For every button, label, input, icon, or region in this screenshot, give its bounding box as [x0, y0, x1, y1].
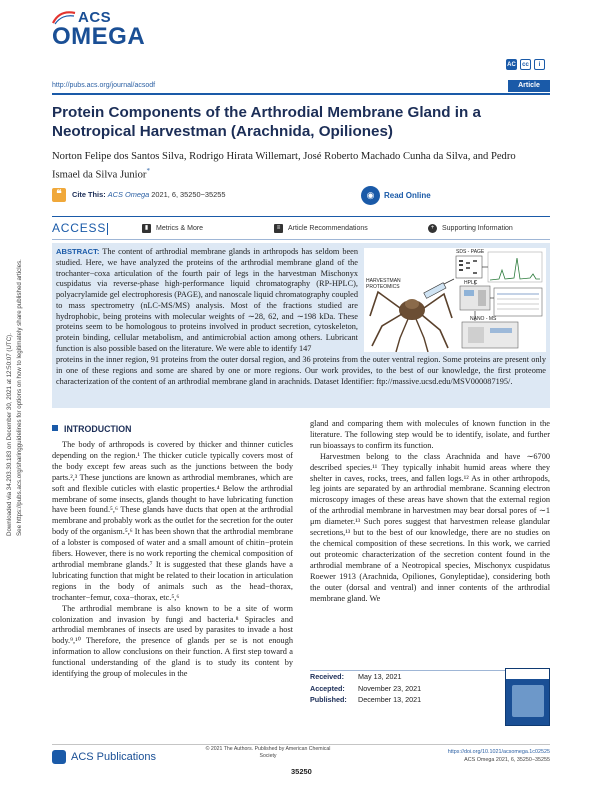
accepted-value: November 23, 2021: [358, 683, 422, 693]
published-date: Published: December 13, 2021: [310, 694, 550, 706]
metrics-icon: ▮: [142, 224, 151, 233]
footer-rule: [52, 744, 550, 745]
article-type-badge: Article: [508, 80, 550, 92]
paper-title: Protein Components of the Arthrodial Mem…: [52, 104, 481, 140]
read-online-button[interactable]: ◉ Read Online: [361, 185, 431, 205]
cite-journal: ACS Omega: [107, 190, 150, 199]
harvestman-illustration: [369, 290, 453, 353]
intro-paragraph: Harvestmen belong to the class Arachnida…: [310, 451, 550, 603]
recommendations-icon: ≡: [274, 224, 283, 233]
journal-name-top: ACS: [78, 9, 112, 26]
sds-page-gel: [455, 255, 483, 279]
intro-column-right: gland and comparing them with molecules …: [310, 419, 550, 604]
cc-icon[interactable]: cc: [520, 59, 531, 70]
journal-logo[interactable]: ACS OMEGA: [52, 9, 172, 51]
cite-details: 2021, 6, 35250−35255: [151, 190, 226, 199]
read-online-icon: ◉: [361, 185, 380, 205]
read-online-label: Read Online: [384, 190, 431, 200]
toc-graphic: HARVESTMAN PROTEOMICS SDS - PAGE HPLC NA…: [364, 248, 546, 353]
toc-label-hplc: HPLC: [464, 280, 478, 286]
access-separator: [107, 223, 108, 235]
toc-illustration: [369, 251, 543, 353]
syringe-icon: [423, 278, 455, 299]
cc-by-icon[interactable]: i: [534, 59, 545, 70]
section-heading-text: INTRODUCTION: [64, 424, 132, 434]
license-icons: AC cc i: [506, 59, 545, 71]
nano-ms-instrument: [461, 321, 519, 349]
intro-column-left: The body of arthropods is covered by thi…: [52, 440, 293, 680]
received-label: Received:: [310, 672, 344, 681]
metrics-label: Metrics & More: [156, 225, 204, 232]
authors-text: Norton Felipe dos Santos Silva, Rodrigo …: [52, 151, 516, 181]
doi-block: https://doi.org/10.1021/acsomega.1c02525…: [400, 749, 550, 764]
journal-cover-thumbnail[interactable]: [505, 668, 550, 726]
publisher-name: ACS Publications: [71, 751, 156, 763]
chromatogram: [487, 251, 543, 283]
download-note-line2: See https://pubs.acs.org/sharingguidelin…: [16, 259, 23, 536]
abstract-text-full-width: proteins in the inner region, 91 protein…: [56, 355, 546, 386]
toc-label-left: HARVESTMAN PROTEOMICS: [366, 278, 401, 290]
cover-image: [512, 685, 544, 717]
cover-header-band: [506, 669, 549, 679]
published-value: December 13, 2021: [358, 695, 422, 704]
abstract-text-part1: The content of arthrodial membrane gland…: [56, 247, 358, 353]
author-list: Norton Felipe dos Santos Silva, Rodrigo …: [52, 150, 532, 183]
cite-this[interactable]: Cite This: ACS Omega 2021, 6, 35250−3525…: [72, 190, 225, 199]
access-bar: ACCESS ▮ Metrics & More ≡ Article Recomm…: [52, 216, 550, 240]
recommendations-label: Article Recommendations: [288, 225, 368, 232]
acs-publications-logo[interactable]: ACS Publications: [52, 750, 156, 764]
open-access-icon[interactable]: AC: [506, 59, 517, 70]
journal-name-bottom: OMEGA: [52, 23, 146, 50]
cite-bar: ❝ Cite This: ACS Omega 2021, 6, 35250−35…: [52, 185, 550, 207]
section-bullet-icon: [52, 425, 58, 431]
intro-paragraph: gland and comparing them with molecules …: [310, 419, 550, 450]
download-note: Downloaded via 34.203.30.183 on December…: [2, 250, 32, 540]
accepted-date: Accepted: November 23, 2021: [310, 683, 550, 695]
hplc-instrument: [459, 285, 491, 311]
toc-label-sds: SDS - PAGE: [456, 249, 485, 255]
section-heading-introduction: INTRODUCTION: [52, 424, 131, 434]
supporting-info-label: Supporting Information: [442, 225, 513, 232]
intro-paragraph: The arthrodial membrane is also known to…: [52, 603, 293, 679]
publication-dates: Received: May 13, 2021 Accepted: November …: [310, 670, 550, 710]
quote-icon: ❝: [52, 188, 66, 202]
page-number: 35250: [291, 767, 312, 776]
abstract-text-column: ABSTRACT: The content of arthrodial memb…: [56, 247, 358, 355]
received-value: May 13, 2021: [358, 672, 402, 681]
access-label: ACCESS: [52, 221, 107, 235]
abstract-lead: ABSTRACT:: [56, 247, 100, 256]
received-date: Received: May 13, 2021: [310, 671, 550, 683]
supporting-info-icon: +: [428, 224, 437, 233]
toc-label-nano: NANO - MS: [470, 316, 497, 322]
footer-citation: ACS Omega 2021, 6, 35250−35255: [464, 756, 550, 763]
results-screen: [493, 287, 543, 317]
cite-label: Cite This:: [72, 190, 106, 199]
copyright-notice: © 2021 The Authors. Published by America…: [205, 746, 331, 759]
acs-logo-icon: [52, 750, 66, 764]
doi-link[interactable]: https://doi.org/10.1021/acsomega.1c02525: [447, 749, 550, 755]
metrics-more-link[interactable]: ▮ Metrics & More: [142, 224, 203, 233]
corresponding-author-mark: *: [146, 167, 150, 175]
accepted-label: Accepted:: [310, 683, 345, 693]
article-recommendations-link[interactable]: ≡ Article Recommendations: [274, 224, 368, 233]
published-label: Published:: [310, 695, 347, 704]
acs-swoosh-icon: [52, 11, 76, 25]
download-note-line1: Downloaded via 34.203.30.183 on December…: [6, 333, 13, 536]
header-rule: [52, 93, 550, 95]
journal-url[interactable]: http://pubs.acs.org/journal/acsodf: [52, 82, 156, 89]
intro-paragraph: The body of arthropods is covered by thi…: [52, 440, 293, 602]
supporting-information-link[interactable]: + Supporting Information: [428, 224, 513, 233]
